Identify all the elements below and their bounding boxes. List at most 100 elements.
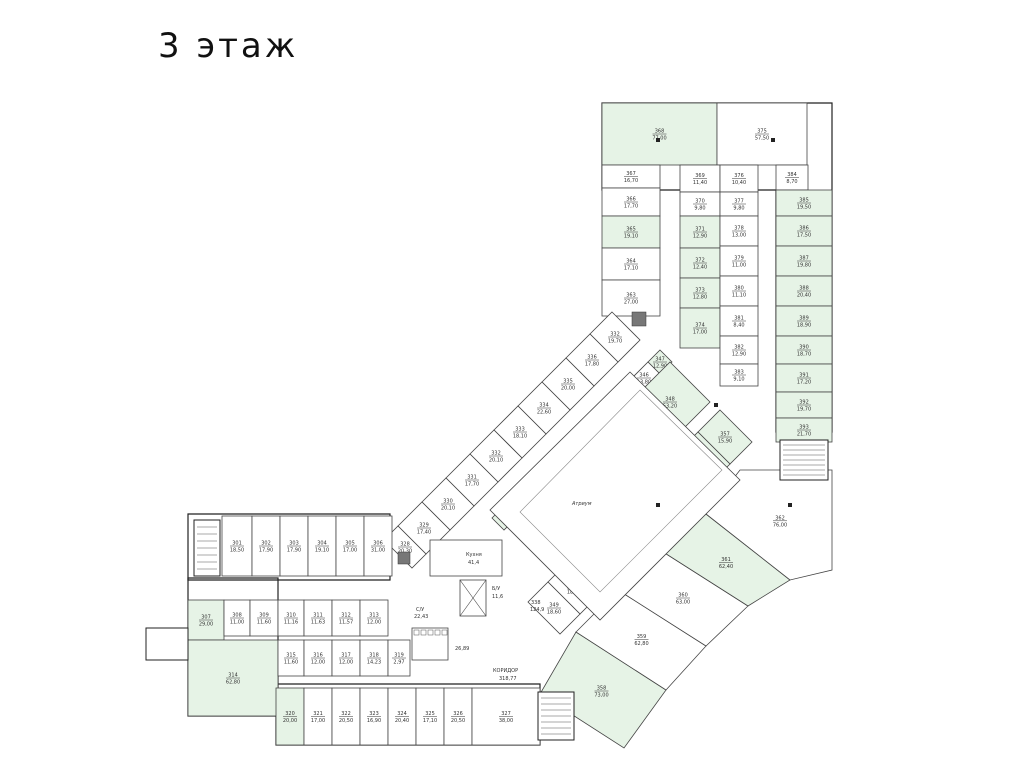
room-area: 12,00 xyxy=(367,620,381,626)
kitchen xyxy=(429,539,503,577)
room-number: 379 xyxy=(734,256,744,262)
room-area: 8,70 xyxy=(786,179,797,185)
room-area: 11,60 xyxy=(284,660,298,666)
room-area: 62,40 xyxy=(719,564,733,570)
column-marker xyxy=(656,138,660,142)
room-area: 18,60 xyxy=(547,610,561,616)
hall-area: 124,9 xyxy=(530,607,544,613)
room-area: 17,00 xyxy=(693,330,707,336)
room-area: 17,10 xyxy=(624,266,638,272)
room-number: 332 xyxy=(610,332,620,338)
room-number: 374 xyxy=(695,323,705,329)
room-area: 20,40 xyxy=(395,718,409,724)
room-area: 53,20 xyxy=(663,404,677,410)
room-area: 8,40 xyxy=(733,323,744,329)
room-number: 390 xyxy=(799,345,809,351)
room-number: 311 xyxy=(313,613,323,619)
room-area: 57,50 xyxy=(755,136,769,142)
kitchen-label: Кухня xyxy=(466,552,482,558)
room-area: 20,40 xyxy=(797,293,811,299)
labels-layer: Атриум Кухня 41,4 Б/У 11,6 338 124,9 С/У… xyxy=(414,501,592,682)
room-number: 365 xyxy=(626,227,636,233)
restroom-block xyxy=(411,627,449,661)
room-number: 362 xyxy=(775,515,785,521)
room-number: 361 xyxy=(721,557,731,563)
room-number: 368 xyxy=(655,129,665,135)
room-area: 31,00 xyxy=(371,548,385,554)
room-number: 323 xyxy=(369,711,379,717)
room-area: 11,40 xyxy=(693,180,707,186)
room-364[interactable] xyxy=(601,247,661,281)
room-number: 357 xyxy=(720,432,730,438)
room-number: 363 xyxy=(626,293,636,299)
room-area: 20,00 xyxy=(283,718,297,724)
room-number: 318 xyxy=(369,653,379,659)
room-number: 332 xyxy=(491,451,501,457)
room-311[interactable] xyxy=(303,599,333,637)
room-area: 17,70 xyxy=(465,482,479,488)
extras-layer xyxy=(145,138,829,741)
corridor-area: 318,77 xyxy=(499,676,517,682)
room-area: 19,10 xyxy=(624,234,638,240)
restroom-fixture xyxy=(434,629,441,636)
room-number: 346 xyxy=(639,373,649,379)
room-area: 11,10 xyxy=(732,293,746,299)
room-number: 364 xyxy=(626,259,636,265)
room-area: 13,00 xyxy=(732,233,746,239)
room-number: 328 xyxy=(400,542,410,548)
page-title: 3 этаж xyxy=(158,26,299,66)
room-number: 330 xyxy=(443,499,453,505)
room-number: 366 xyxy=(626,197,636,203)
room-number: 393 xyxy=(799,425,809,431)
room-390[interactable] xyxy=(775,335,833,365)
room-number: 310 xyxy=(286,613,296,619)
room-number: 315 xyxy=(286,653,296,659)
room-area: 62,80 xyxy=(634,641,648,647)
room-area: 76,00 xyxy=(773,522,787,528)
room-area: 19,10 xyxy=(315,548,329,554)
room-area: 11,57 xyxy=(339,620,353,626)
room-number: 385 xyxy=(799,198,809,204)
room-area: 20,10 xyxy=(441,506,455,512)
room-area: 15,90 xyxy=(718,439,732,445)
room-area: 11,00 xyxy=(732,263,746,269)
wall-outline-1 xyxy=(187,513,391,581)
room-number: 335 xyxy=(563,379,573,385)
room-area: 9,80 xyxy=(733,206,744,212)
room-area: 12,00 xyxy=(339,660,353,666)
room-393[interactable] xyxy=(775,417,833,443)
room-area: 20,00 xyxy=(561,386,575,392)
room-number: 349 xyxy=(549,603,559,609)
room-area: 20,30 xyxy=(398,549,412,555)
room-area: 12,40 xyxy=(693,265,707,271)
room-area: 17,00 xyxy=(343,548,357,554)
vent-shaft xyxy=(631,311,647,327)
room-number: 378 xyxy=(734,226,744,232)
room-number: 376 xyxy=(734,173,744,179)
room-number: 391 xyxy=(799,373,809,379)
room-number: 373 xyxy=(695,288,705,294)
room-area: 18,90 xyxy=(797,323,811,329)
room-number: 371 xyxy=(695,227,705,233)
cu-label: С/У xyxy=(416,607,424,613)
room-number: 329 xyxy=(419,523,429,529)
room-area: 63,00 xyxy=(676,600,690,606)
bath-label: Б/У xyxy=(492,586,500,592)
restroom-fixture xyxy=(420,629,427,636)
room-area: 17,20 xyxy=(797,380,811,386)
room-number: 322 xyxy=(341,711,351,717)
room-area: 21,70 xyxy=(797,432,811,438)
column-marker xyxy=(771,138,775,142)
room-area: 27,00 xyxy=(624,300,638,306)
room-number: 334 xyxy=(539,403,549,409)
room-area: 17,10 xyxy=(423,718,437,724)
room-number: 321 xyxy=(313,711,323,717)
room-number: 367 xyxy=(626,171,636,177)
restroom-fixture xyxy=(427,629,434,636)
elevator-x xyxy=(459,579,487,617)
vent-shaft xyxy=(397,551,411,565)
atrium xyxy=(489,371,741,621)
room-number: 316 xyxy=(313,653,323,659)
room-number: 327 xyxy=(501,711,511,717)
room-area: 18,50 xyxy=(230,548,244,554)
